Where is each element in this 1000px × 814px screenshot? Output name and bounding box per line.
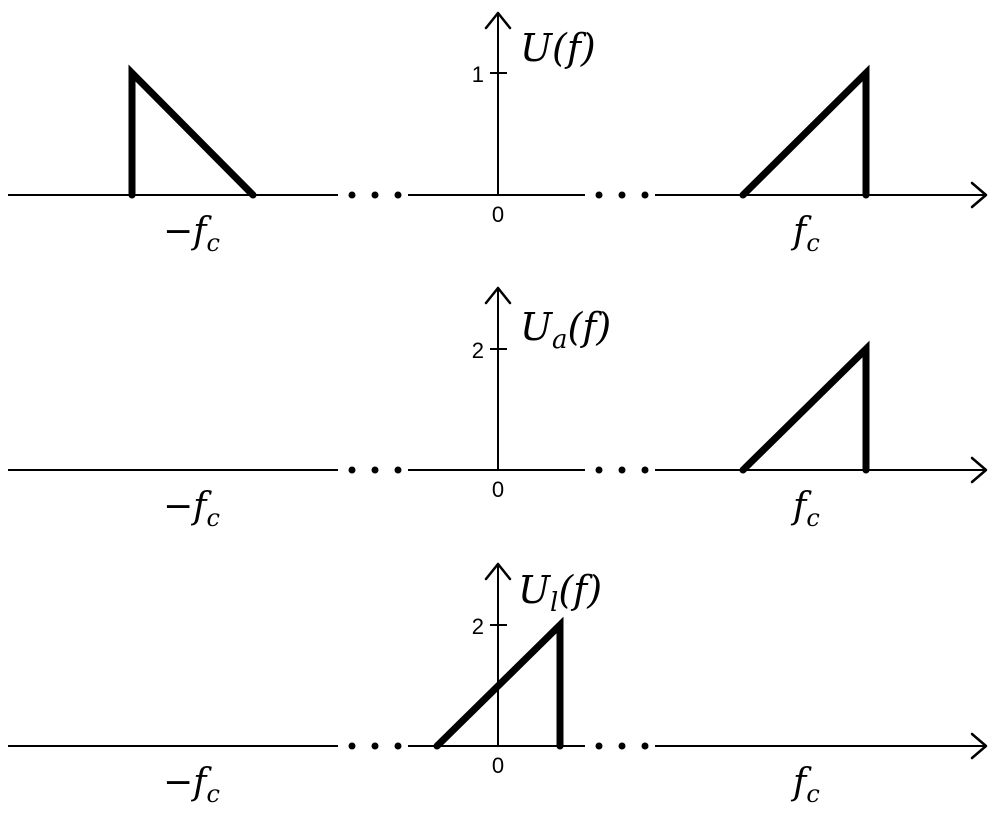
ellipsis-dot — [394, 466, 402, 474]
pos-fc-label: fc — [790, 486, 820, 532]
function-label: Ul(f) — [518, 568, 602, 618]
analytic-spectrum-triangle — [739, 340, 870, 474]
ellipsis-dot — [641, 191, 649, 199]
ellipsis-dot — [348, 742, 356, 750]
ellipsis-dot — [394, 191, 402, 199]
ellipsis-dot — [348, 191, 356, 199]
ellipsis-dot — [595, 742, 603, 750]
ellipsis-dot — [618, 466, 626, 474]
y-tick-label: 1 — [472, 62, 484, 87]
freq-axis-arrow-icon — [970, 732, 988, 760]
lowpass-spectrum-triangle — [433, 616, 564, 750]
pos-fc-label: fc — [790, 762, 820, 808]
neg-fc-label: −fc — [163, 486, 220, 532]
panel-u: 1 0 U(f) −fc fc — [8, 11, 988, 257]
ellipsis-dot — [618, 191, 626, 199]
ellipsis-dot — [371, 191, 379, 199]
ellipsis-dot — [595, 191, 603, 199]
ellipsis-dot — [641, 742, 649, 750]
origin-label: 0 — [492, 753, 504, 778]
neg-fc-label: −fc — [163, 762, 220, 808]
y-tick-label: 2 — [472, 614, 484, 639]
panel-ul: 2 0 Ul(f) −fc fc — [8, 562, 988, 808]
ellipsis-dot — [641, 466, 649, 474]
origin-label: 0 — [492, 477, 504, 502]
amplitude-axis-arrow-icon — [484, 286, 512, 305]
ellipsis-dot — [394, 742, 402, 750]
y-tick-label: 2 — [472, 338, 484, 363]
function-label: U(f) — [520, 26, 596, 70]
ellipsis-dot — [348, 466, 356, 474]
pos-fc-label: fc — [790, 211, 820, 257]
panel-ua: 2 0 Ua(f) −fc fc — [8, 286, 988, 532]
freq-axis-arrow-icon — [970, 181, 988, 209]
function-label: Ua(f) — [520, 305, 611, 355]
freq-axis-arrow-icon — [970, 456, 988, 484]
origin-label: 0 — [492, 202, 504, 227]
positive-spectrum-triangle — [739, 64, 870, 199]
ellipsis-dot — [371, 742, 379, 750]
negative-spectrum-triangle — [128, 64, 257, 199]
neg-fc-label: −fc — [163, 211, 220, 257]
ellipsis-dot — [595, 466, 603, 474]
ellipsis-dot — [371, 466, 379, 474]
amplitude-axis-arrow-icon — [484, 562, 512, 581]
amplitude-axis-arrow-icon — [484, 11, 512, 30]
ellipsis-dot — [618, 742, 626, 750]
